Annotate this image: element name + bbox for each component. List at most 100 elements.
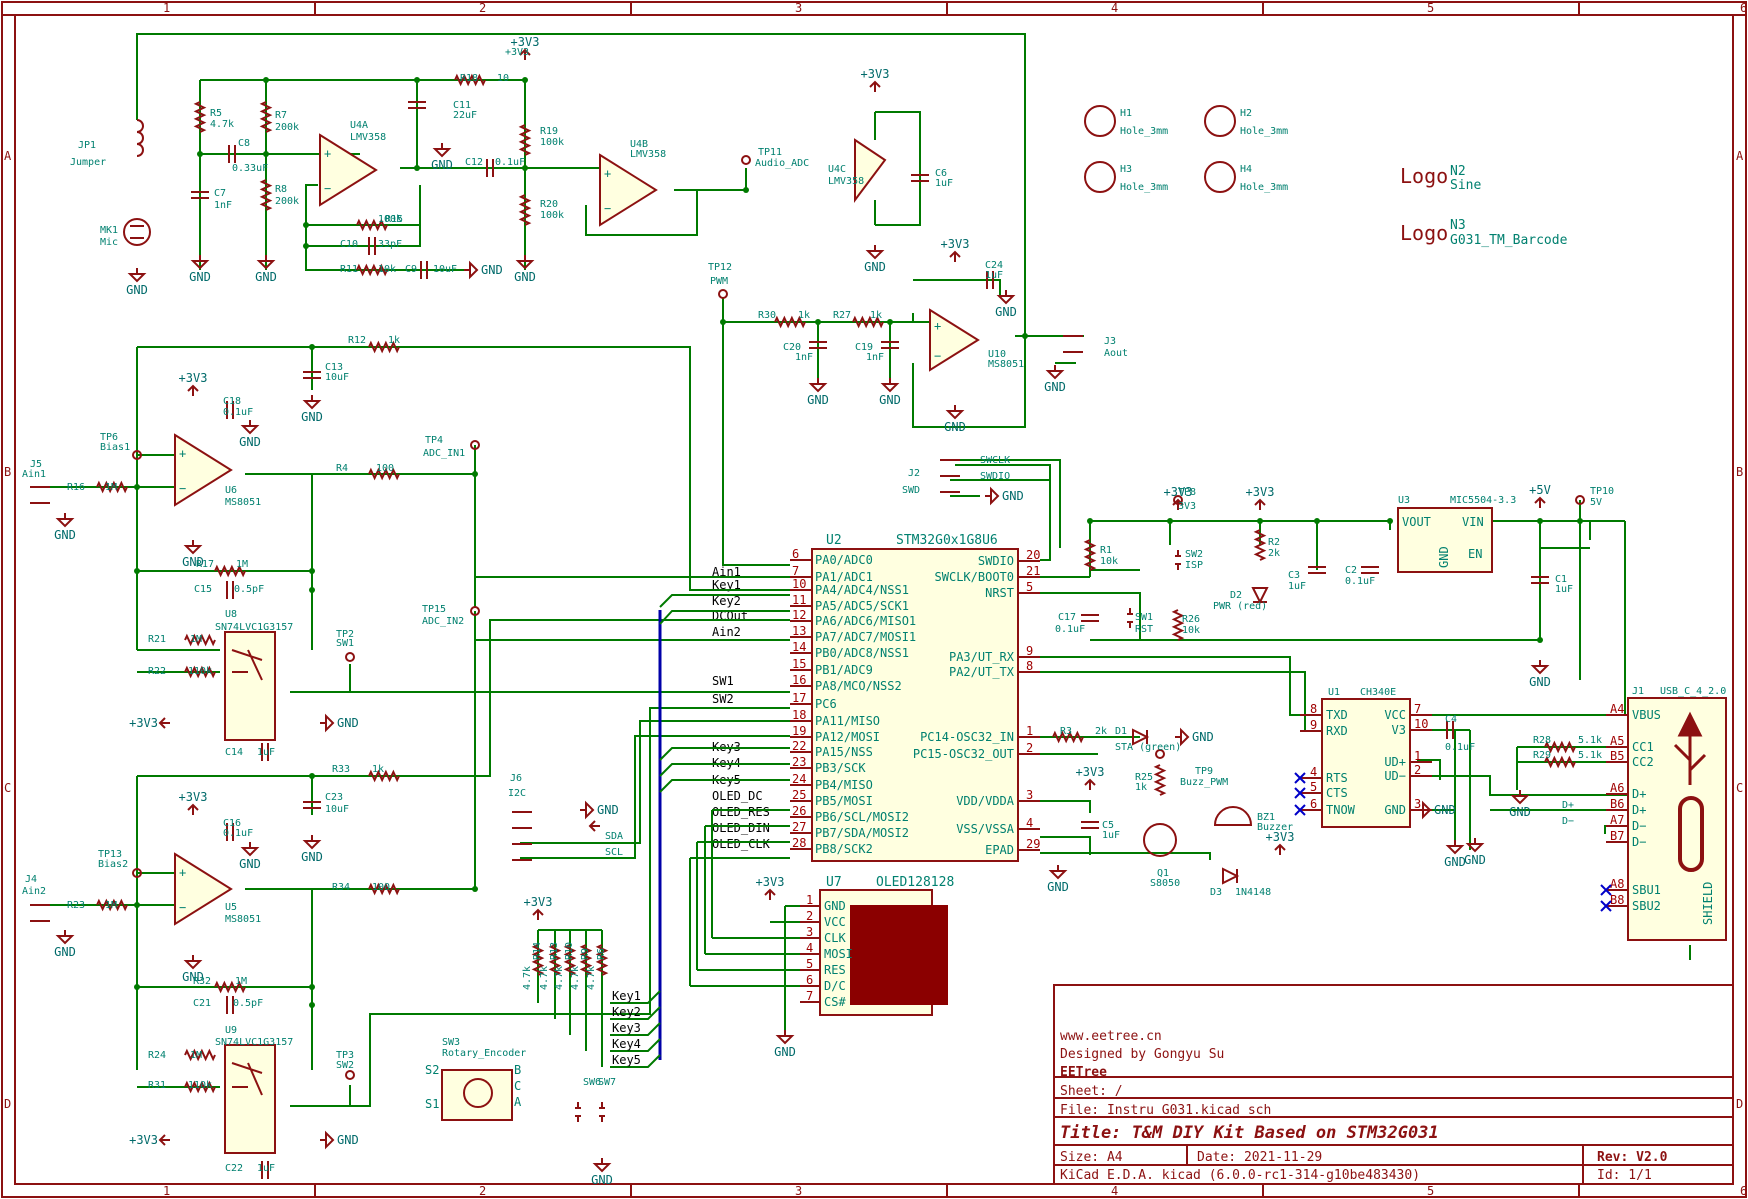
j1-ref: J1 xyxy=(1632,686,1644,697)
ch340-pin-name: GND xyxy=(1384,803,1406,817)
usb-pin-name: SBU1 xyxy=(1632,883,1661,897)
ground-symbol xyxy=(302,835,322,850)
label-r30: R30 xyxy=(758,310,776,321)
label-r30v: 1k xyxy=(798,310,810,321)
no-connect-mark xyxy=(1600,884,1612,896)
resistor-symbol xyxy=(563,944,577,976)
label-r25v: 1k xyxy=(1135,782,1147,793)
ground-label: GND xyxy=(514,270,536,284)
label-sw7: SW7 xyxy=(598,1077,616,1088)
tool-text: KiCad E.D.A. kicad (6.0.0-rc1-314-g10be4… xyxy=(1060,1168,1420,1183)
junction-dot xyxy=(263,151,269,157)
ground-symbol xyxy=(302,395,322,410)
label-r6: R6 xyxy=(596,948,607,960)
mcu-pin-name: VSS/VSSA xyxy=(956,822,1015,836)
net-label: Key1 xyxy=(712,578,741,592)
label-u5v: MS8051 xyxy=(225,914,261,925)
n3-ref: N3 xyxy=(1450,218,1466,233)
usb-pin-name: D+ xyxy=(1632,787,1646,801)
mcu-pin-name: PB5/MOSI xyxy=(815,794,873,808)
resistor-symbol xyxy=(1544,755,1576,769)
label-r13-value: 4.7k xyxy=(539,966,550,990)
ground-symbol xyxy=(320,713,335,733)
label-r24v: 1M xyxy=(190,1050,202,1061)
label-r4: R4 xyxy=(336,463,348,474)
ground-label: GND xyxy=(879,393,901,407)
u2-ref: U2 xyxy=(826,533,842,548)
mcu-pin-number: 7 xyxy=(792,564,799,578)
label-r6-value: 4.7k xyxy=(586,966,597,990)
ground-label: GND xyxy=(1002,489,1024,503)
ground-label: GND xyxy=(255,270,277,284)
label-r12: R12 xyxy=(348,335,366,346)
label-r18v: 10 xyxy=(497,73,509,84)
junction-dot xyxy=(1537,518,1543,524)
resistor-symbol xyxy=(96,898,128,912)
ground-symbol xyxy=(515,255,535,270)
test-point-symbol xyxy=(470,440,480,450)
label-r14-value: 4.7k xyxy=(522,966,533,990)
oled-pin-number: 6 xyxy=(806,973,813,987)
j1-val: USB_C_4_2.0 xyxy=(1660,686,1726,697)
capacitor-symbol xyxy=(486,159,494,177)
label-sw3: SW3 xyxy=(442,1037,460,1048)
label-c14: C14 xyxy=(225,747,243,758)
label-sw3v: Rotary_Encoder xyxy=(442,1048,526,1059)
h1-val: Hole_3mm xyxy=(1120,126,1168,137)
label-u9: U9 xyxy=(225,1025,237,1036)
power-symbol xyxy=(588,820,600,832)
date-text: Date: 2021-11-29 xyxy=(1197,1150,1322,1165)
capacitor-symbol xyxy=(303,801,321,809)
mcu-pin-number: 8 xyxy=(1026,659,1033,673)
ground-symbol xyxy=(190,255,210,270)
label-q1: Q1 xyxy=(1157,868,1169,879)
label-c2v: 0.1uF xyxy=(1345,576,1375,587)
zone-bottom-4: 4 xyxy=(1111,1184,1118,1198)
label-u4bv: LMV358 xyxy=(630,149,666,160)
oled-pin-name: MOSI xyxy=(824,947,853,961)
regulator-u3: U3 MIC5504-3.3 VOUT VIN EN GND xyxy=(1397,495,1516,573)
zone-left-B: B xyxy=(4,465,11,479)
ground-label: GND xyxy=(337,1133,359,1147)
label-d3: D3 xyxy=(1210,887,1222,898)
net-label: OLED_CLK xyxy=(712,837,771,851)
usb-pin-name: SBU2 xyxy=(1632,899,1661,913)
label-j3: J3 xyxy=(1104,336,1116,347)
power-label: +3V3 xyxy=(524,895,553,909)
mcu-pin-name: NRST xyxy=(985,586,1014,600)
net-label: Ain1 xyxy=(712,565,741,579)
mcu-pin-number: 4 xyxy=(1026,816,1033,830)
junction-dot xyxy=(1537,637,1543,643)
ground-label: GND xyxy=(1044,380,1066,394)
encoder-pin-name: A xyxy=(514,1095,522,1109)
ch340-pin-name: CTS xyxy=(1326,786,1348,800)
junction-dot xyxy=(1314,518,1320,524)
label-r17v: 1M xyxy=(236,559,248,570)
id-text: Id: 1/1 xyxy=(1597,1168,1652,1183)
label-j2v: SWD xyxy=(902,485,920,496)
label-r9: R9 xyxy=(580,948,591,960)
u3-ref: U3 xyxy=(1398,495,1410,506)
usb-pin-number: B8 xyxy=(1610,893,1624,907)
ch340-pin-number: 7 xyxy=(1414,702,1421,716)
label-c5v: 1uF xyxy=(1102,830,1120,841)
label-r16v: 1M xyxy=(105,482,117,493)
ground-label: GND xyxy=(337,716,359,730)
oled-pin-number: 1 xyxy=(806,893,813,907)
usb-pin-number: A8 xyxy=(1610,877,1624,891)
ground-symbol xyxy=(240,420,260,435)
mcu-pin-name: PB0/ADC8/NSS1 xyxy=(815,646,909,660)
mcu-pin-name: PB7/SDA/MOSI2 xyxy=(815,826,909,840)
junction-dot xyxy=(309,984,315,990)
label-r11: R11 xyxy=(340,264,358,275)
junction-dot xyxy=(309,1002,315,1008)
junction-dot xyxy=(134,984,140,990)
zone-right-D: D xyxy=(1736,1097,1743,1111)
power-label: +3V3 xyxy=(1164,485,1193,499)
size-text: Size: A4 xyxy=(1060,1150,1123,1165)
mcu-pin-name: SWDIO xyxy=(978,554,1014,568)
label-c14v: 1uF xyxy=(257,747,275,758)
resistor-symbol xyxy=(259,179,273,211)
power-label: +3V3 xyxy=(129,716,158,730)
label-r8: R8 xyxy=(275,184,287,195)
